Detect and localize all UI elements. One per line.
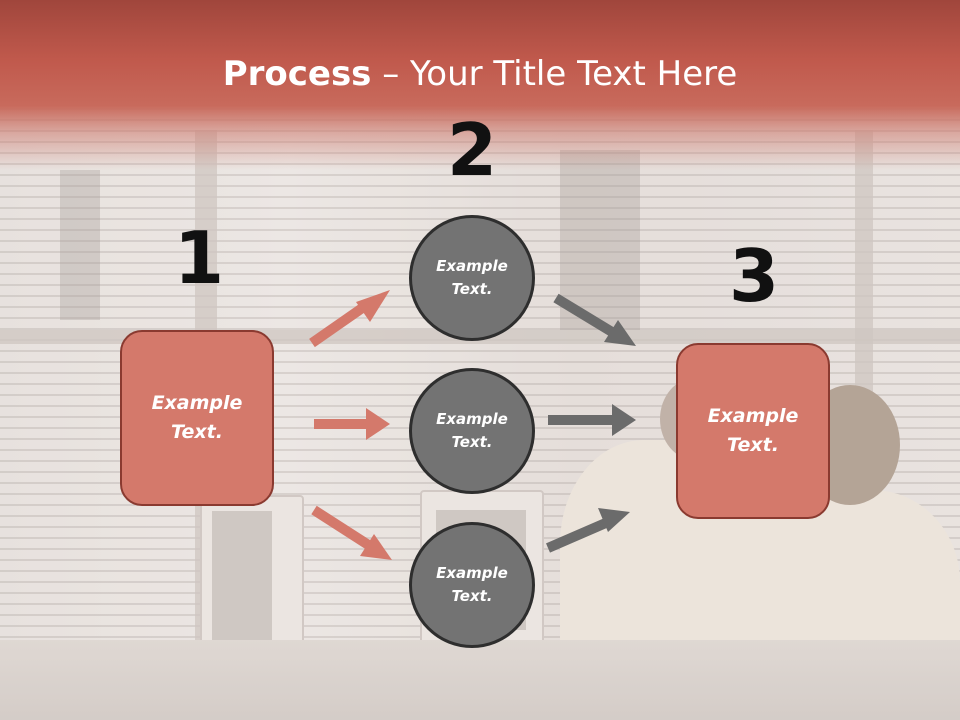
slide-title-bold: Process bbox=[222, 54, 372, 94]
arrow-from-circle-middle bbox=[548, 404, 636, 436]
arrow-from-circle-top bbox=[553, 293, 636, 346]
step-number-3: 3 bbox=[728, 234, 780, 318]
slide-title-rest: – Your Title Text Here bbox=[371, 54, 738, 94]
slide-title: Process – Your Title Text Here bbox=[0, 52, 960, 96]
arrow-from-circle-bottom bbox=[546, 508, 630, 553]
arrow-to-circle-bottom bbox=[311, 505, 392, 560]
arrow-to-circle-top bbox=[309, 290, 390, 348]
step-number-2: 2 bbox=[446, 108, 498, 192]
desk bbox=[0, 640, 960, 720]
building-outside bbox=[560, 150, 640, 330]
building-outside-left bbox=[60, 170, 100, 320]
title-band bbox=[0, 0, 960, 170]
step-number-1: 1 bbox=[173, 216, 225, 300]
arrow-to-circle-middle bbox=[314, 408, 390, 440]
